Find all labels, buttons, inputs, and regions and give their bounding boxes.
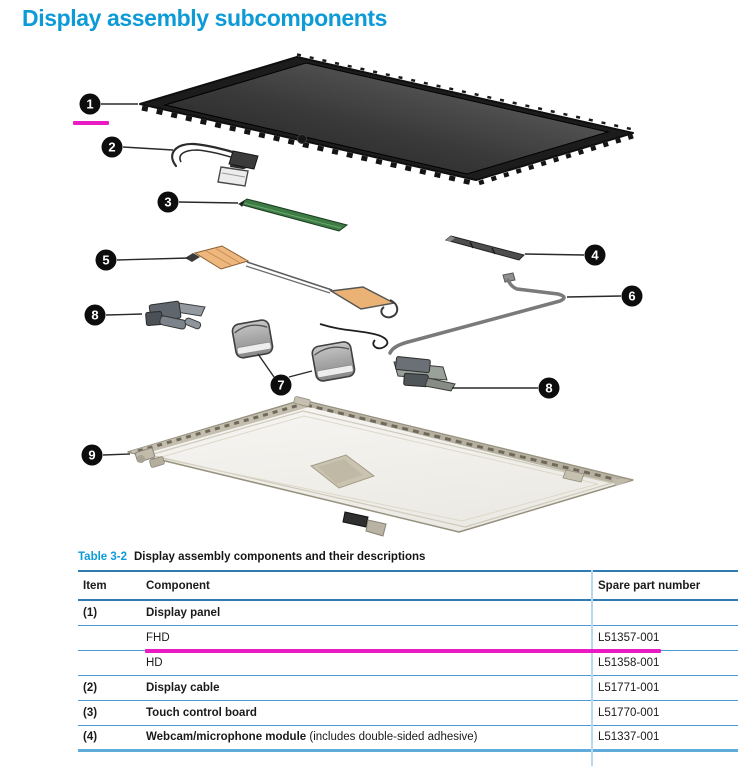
svg-text:7: 7 — [277, 378, 284, 393]
exploded-view-diagram: 1 2 3 4 5 6 7 — [73, 53, 643, 537]
cell-part-number — [591, 600, 738, 626]
cell-item: (3) — [78, 700, 145, 726]
page-title: Display assembly subcomponents — [22, 5, 388, 31]
display-cable-illustration — [171, 142, 259, 187]
callout-3: 3 — [157, 191, 239, 213]
callout-4: 4 — [524, 244, 606, 266]
table-caption: Table 3-2 Display assembly components and… — [78, 551, 738, 564]
parts-table-section: Table 3-2 Display assembly components and… — [78, 551, 738, 766]
cell-item: (4) — [83, 731, 98, 743]
table-row: (3) Touch control board L51770-001 — [78, 700, 738, 726]
column-header-spare-part-number: Spare part number — [591, 571, 738, 601]
callout-9: 9 — [81, 444, 131, 466]
callout-7: 7 — [257, 353, 313, 396]
touch-control-board-illustration — [237, 198, 349, 232]
cell-item: (2) — [78, 675, 145, 701]
table-row: (4) Webcam/microphone module (includes d… — [78, 725, 738, 750]
svg-text:9: 9 — [88, 448, 95, 463]
webcam-module-illustration — [444, 235, 525, 261]
svg-text:3: 3 — [164, 195, 171, 210]
callout-5: 5 — [95, 249, 190, 271]
cell-item: (1) — [78, 600, 145, 626]
callout-8-left: 8 — [84, 304, 143, 326]
hp-logo-icon — [297, 134, 307, 144]
cell-item — [78, 625, 145, 651]
table-row: (2) Display cable L51771-001 — [78, 675, 738, 701]
table-column-divider — [591, 570, 593, 766]
cell-component: Webcam/microphone module (includes doubl… — [145, 725, 591, 750]
cell-component-name: Webcam/microphone module — [146, 731, 307, 743]
cell-item — [78, 650, 145, 676]
svg-text:4: 4 — [591, 248, 599, 263]
hinge-left-illustration — [145, 300, 206, 330]
cell-component: Display cable — [145, 675, 591, 701]
highlight-underline-fhd — [145, 649, 661, 653]
cell-component-note: (includes double-sided adhesive) — [306, 731, 478, 743]
cell-part-number: L51770-001 — [591, 700, 738, 726]
cell-part-number: L51337-001 — [598, 731, 660, 743]
webcam-cable-illustration — [185, 245, 399, 350]
table-row: HD L51358-001 — [78, 650, 738, 676]
back-cover-illustration — [127, 396, 634, 537]
highlight-underline-callout1 — [73, 121, 109, 125]
antenna-cable-illustration — [388, 272, 566, 355]
table-header-row: Item Component Spare part number — [78, 571, 738, 601]
svg-text:2: 2 — [108, 140, 115, 155]
cell-component: Touch control board — [145, 700, 591, 726]
table-label: Table 3-2 — [78, 551, 127, 563]
column-header-component: Component — [145, 571, 591, 601]
cell-component: HD — [145, 650, 591, 676]
svg-text:8: 8 — [545, 381, 552, 396]
cell-component: FHD — [145, 625, 591, 651]
svg-text:6: 6 — [628, 289, 635, 304]
callout-6: 6 — [566, 285, 643, 307]
cell-part-number: L51771-001 — [591, 675, 738, 701]
callout-8-right: 8 — [452, 377, 560, 399]
hinge-right-illustration — [393, 356, 456, 392]
parts-table: Item Component Spare part number (1) Dis… — [78, 570, 738, 752]
callout-1: 1 — [79, 93, 138, 115]
cell-part-number: L51358-001 — [591, 650, 738, 676]
svg-text:1: 1 — [86, 97, 93, 112]
callout-2: 2 — [101, 136, 174, 158]
hinge-covers-illustration — [231, 319, 356, 382]
cell-component: Display panel — [145, 600, 591, 626]
table-row: (1) Display panel — [78, 600, 738, 626]
column-header-item: Item — [78, 571, 145, 601]
table-row: FHD L51357-001 — [78, 625, 738, 651]
svg-text:5: 5 — [102, 253, 109, 268]
cell-part-number: L51357-001 — [591, 625, 738, 651]
table-caption-text: Display assembly components and their de… — [134, 551, 426, 563]
svg-text:8: 8 — [91, 308, 98, 323]
display-panel-illustration — [139, 53, 635, 187]
